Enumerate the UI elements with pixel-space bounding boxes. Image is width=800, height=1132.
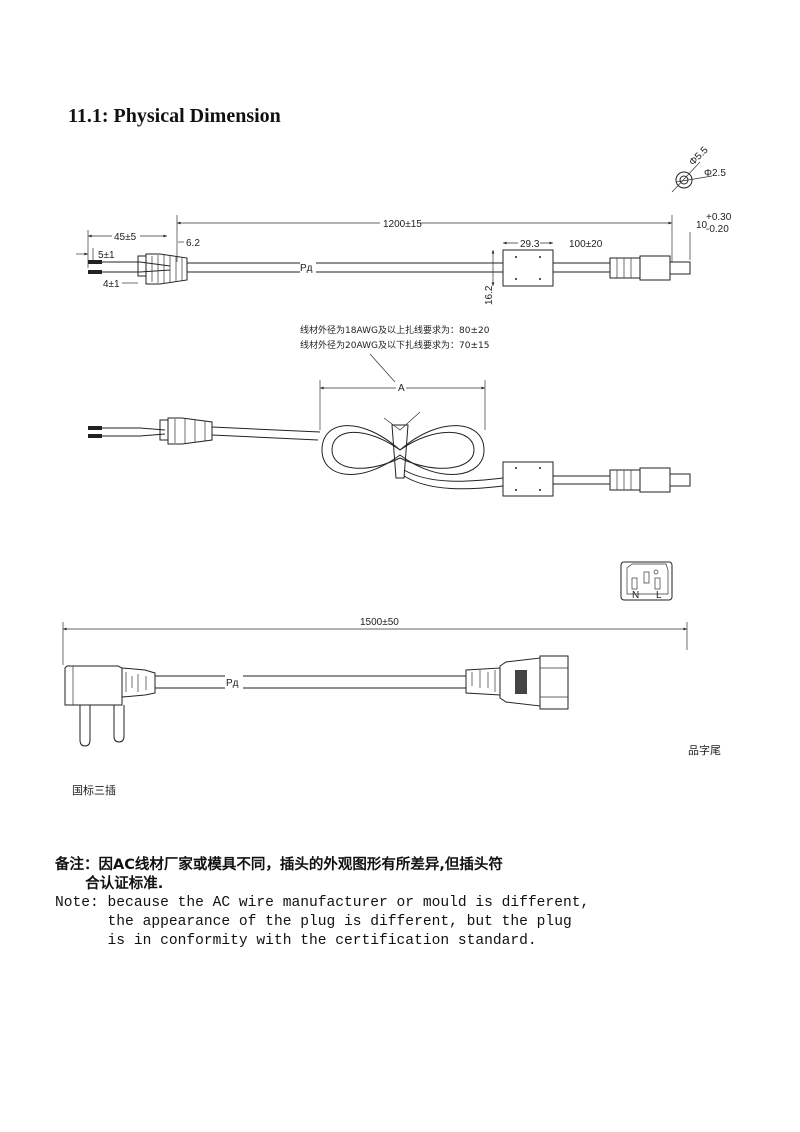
c13-outlet-icon: N L	[620, 561, 673, 601]
dim-tin-length: 5±1	[98, 250, 115, 261]
dc-cable-drawing: Φ5.5 Φ2.5 1200±15 45±5 6.2 5±1 4±1 Pд	[76, 145, 732, 351]
outlet-label-l: L	[656, 590, 662, 601]
dim-total-length: 1200±15	[383, 219, 422, 230]
dim-strain-relief: 6.2	[186, 238, 200, 249]
gb-three-pin-plug	[64, 665, 156, 747]
note-en-line-1: Note: because the AC wire manufacturer o…	[55, 895, 590, 911]
dim-plug-tol-plus: +0.30	[706, 212, 732, 223]
bundle-note-1: 线材外径为18AWG及以上扎线要求为：80±20	[300, 324, 490, 336]
break-mark: Pд	[300, 263, 313, 274]
note-cn-line-2: 合认证标准.	[55, 876, 164, 892]
outlet-label-n: N	[632, 590, 639, 601]
plug-tip-section-icon: Φ5.5 Φ2.5	[671, 145, 726, 193]
ferrite-core	[502, 249, 554, 287]
tip-inner-dia: Φ2.5	[704, 168, 726, 179]
dim-ac-length: 1500±50	[360, 617, 399, 628]
ac-break-mark: Pд	[226, 678, 239, 689]
section-title: 11.1: Physical Dimension	[68, 105, 281, 127]
ac-cable-drawing: N L 1500±50 Pд	[62, 561, 688, 747]
notes-block: 备注：因AC线材厂家或模具不同，插头的外观图形有所差异,但插头符 合认证标准. …	[55, 856, 589, 951]
dim-strip-length: 45±5	[114, 232, 137, 243]
dim-plug-tol-minus: -0.20	[706, 224, 729, 235]
bundle-note-2: 线材外径为20AWG及以下扎线要求为：70±15	[300, 339, 489, 351]
dim-ferrite-to-plug: 100±20	[569, 239, 603, 250]
dc-cable-coiled-drawing: A	[88, 353, 691, 497]
dim-ferrite-height: 16.2	[484, 285, 495, 305]
dim-ferrite-length: 29.3	[520, 239, 540, 250]
dc-plug	[609, 255, 691, 281]
dim-wire-split: 4±1	[103, 279, 120, 290]
plug-caption: 国标三插	[72, 784, 116, 797]
dim-plug-length: 10	[696, 220, 708, 231]
note-en-line-2: the appearance of the plug is different,…	[55, 914, 572, 930]
note-cn-line-1: 备注：因AC线材厂家或模具不同，插头的外观图形有所差异,但插头符	[55, 857, 503, 873]
tip-outer-dia: Φ5.5	[687, 145, 711, 169]
c13-caption: 品字尾	[688, 744, 721, 757]
dim-bundle-a: A	[398, 383, 405, 394]
c13-connector	[465, 655, 569, 710]
note-en-line-3: is in conformity with the certification …	[55, 933, 537, 949]
